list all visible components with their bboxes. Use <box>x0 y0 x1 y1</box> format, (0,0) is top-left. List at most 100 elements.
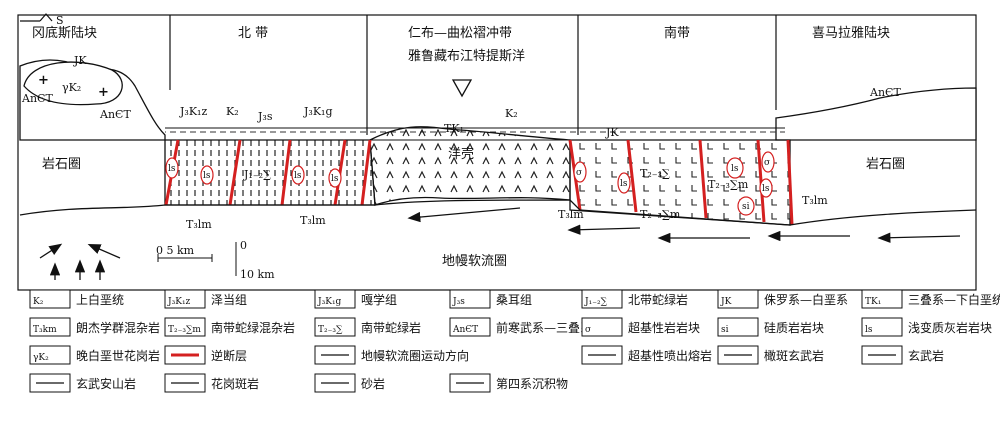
lithosphere-base <box>19 199 977 226</box>
block-ls-2: ls <box>203 171 211 181</box>
legend-code: T₂₋₃∑m <box>168 325 201 335</box>
legend-label: 玄武安山岩 <box>76 376 136 391</box>
legend-label: 浅变质灰岩岩块 <box>908 320 992 335</box>
label-oceanic-crust: 洋壳 <box>448 147 474 162</box>
block-ls-5: ls <box>620 179 628 189</box>
legend-swatch <box>717 289 759 309</box>
label-yk2: γK₂ <box>62 81 81 94</box>
legend-label: 晚白垩世花岗岩 <box>76 348 160 363</box>
legend-label: 硅质岩岩块 <box>764 320 824 335</box>
label-j12: J₁₋₂∑ <box>243 168 271 181</box>
legend-swatch <box>164 289 206 309</box>
legend-code: ls <box>865 325 873 335</box>
legend-code: si <box>721 325 729 335</box>
label-lithosphere-right: 岩石圈 <box>866 157 905 172</box>
legend-swatch <box>314 317 356 337</box>
legend-swatch <box>449 289 491 309</box>
block-si-1: si <box>742 202 750 212</box>
legend-label: 前寒武系—三叠系 <box>496 320 592 335</box>
scale-vertical-zero: 0 <box>240 239 247 252</box>
block-ls-3: ls <box>294 171 302 181</box>
label-k2-left: K₂ <box>226 105 239 118</box>
section-frame <box>17 14 977 291</box>
legend-code: J₃K₁z <box>167 297 191 307</box>
scale-vertical: 10 km <box>240 268 275 281</box>
mantle-flow-arrows <box>39 207 961 280</box>
legend-label: 南带蛇绿混杂岩 <box>211 320 295 335</box>
legend-swatch <box>861 289 903 309</box>
block-ls-4: ls <box>331 174 339 184</box>
legend-label: 北带蛇绿岩 <box>628 292 688 307</box>
label-j3k1z: J₃K₁z <box>179 105 207 118</box>
legend-swatch <box>164 317 206 337</box>
legend-code: AnЄT <box>452 325 478 335</box>
label-anet-left-mid: AnЄT <box>99 108 131 121</box>
legend-swatch <box>29 317 71 337</box>
label-jk-mid: JK <box>605 126 619 139</box>
granite-intrusion <box>23 61 123 106</box>
legend-swatch <box>29 345 71 365</box>
legend-code: J₁₋₂∑ <box>584 297 608 307</box>
label-t23-c: T₂₋₃∑m <box>640 208 681 221</box>
ocean-position-triangle <box>451 79 473 98</box>
legend-label: 嘎学组 <box>361 292 397 307</box>
label-t23-b: T₂₋₃∑m <box>708 178 749 191</box>
block-sigma-2: σ <box>764 158 770 168</box>
label-lithosphere-left: 岩石圈 <box>42 157 81 172</box>
zone-gangdese-block: 冈底斯陆块 <box>32 25 97 41</box>
svg-text:+: + <box>38 73 49 88</box>
north-marker-label: S <box>56 14 64 27</box>
legend-swatch <box>314 289 356 309</box>
label-k2-right: K₂ <box>505 107 518 120</box>
legend-swatch <box>449 317 491 337</box>
legend-label: 逆断层 <box>211 348 247 363</box>
legend-label: 超基性喷出熔岩 <box>628 348 712 363</box>
legend-label: 侏罗系—白垩系 <box>764 292 848 307</box>
legend-code: J₃s <box>452 297 465 307</box>
himalaya-lithosphere <box>775 87 977 141</box>
legend-code: γK₂ <box>33 353 49 363</box>
legend-label: 三叠系—下白垩统 <box>908 292 1000 307</box>
legend-swatch <box>29 289 71 309</box>
label-t3lm-1: T₃lm <box>186 218 212 231</box>
label-t3lm-3: T₃lm <box>558 208 584 221</box>
legend-label: 泽当组 <box>211 293 247 307</box>
block-sigma-1: σ <box>576 168 582 178</box>
label-anet-left-top: AnЄT <box>21 92 53 105</box>
block-ls-7: ls <box>762 184 770 194</box>
zone-south-belt: 南带 <box>664 25 690 41</box>
zone-tethys-ocean: 雅鲁藏布江特提斯洋 <box>408 48 525 64</box>
label-j3k1g: J₃K₁g <box>303 105 333 118</box>
legend-code: σ <box>585 325 591 335</box>
label-t3lm-4: T₃lm <box>802 194 828 207</box>
legend-label: 橄斑玄武岩 <box>764 348 824 363</box>
legend-code: T₃km <box>33 325 57 335</box>
legend-label: 地幔软流圈运动方向 <box>361 348 469 363</box>
legend-label: 砂岩 <box>361 376 385 391</box>
block-ls-1: ls <box>168 164 176 174</box>
legend-code: T₂₋₃∑ <box>318 325 343 335</box>
legend-label: 桑耳组 <box>496 293 532 307</box>
legend-label: 超基性岩岩块 <box>628 320 700 335</box>
label-tk1: TK₁ <box>444 122 464 135</box>
block-ls-6: ls <box>731 164 739 174</box>
legend-label: 南带蛇绿岩 <box>361 320 421 335</box>
label-mantle: 地幔软流圈 <box>442 254 507 269</box>
label-t23-a: T₂₋₃∑ <box>640 167 670 180</box>
legend-label: 上白垩统 <box>76 292 124 307</box>
legend-code: J₃K₁g <box>317 297 342 307</box>
scale-bar: 0 5 km 0 10 km <box>156 239 275 281</box>
zone-himalaya-block: 喜马拉雅陆块 <box>812 25 890 41</box>
legend-label: 第四系沉积物 <box>496 377 568 391</box>
scale-horizontal: 0 5 km <box>156 244 195 257</box>
legend-code: TK₁ <box>865 297 881 307</box>
label-t3lm-2: T₃lm <box>300 214 326 227</box>
legend-code: K₂ <box>33 297 44 307</box>
zone-middle-belt: 仁布—曲松褶冲带 <box>408 26 512 41</box>
legend-label: 朗杰学群混杂岩 <box>76 320 160 335</box>
label-j3s: J₃s <box>257 110 273 123</box>
legend-swatch <box>581 317 623 337</box>
